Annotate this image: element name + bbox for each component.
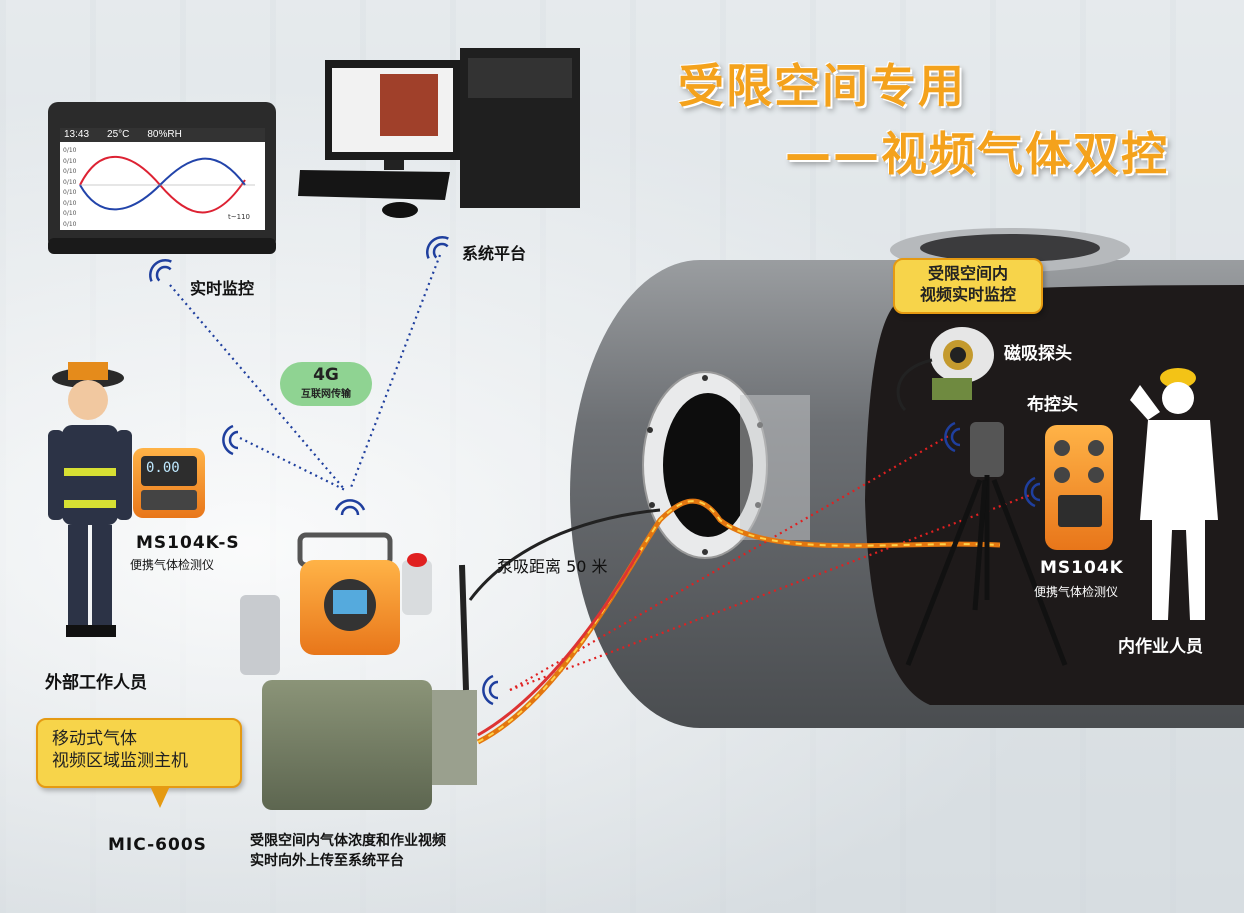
- desc-right: 便携气体检测仪: [1034, 585, 1119, 599]
- camera-callout: 受限空间内 视频实时监控: [893, 258, 1043, 314]
- tripod-control-head: [905, 422, 1068, 666]
- network-badge: 4G 互联网传输: [280, 362, 372, 406]
- network-4g: 4G: [313, 365, 339, 385]
- label-magnetic-probe: 磁吸探头: [1004, 344, 1072, 364]
- tablet-temp: 25°C: [107, 129, 130, 140]
- inside-worker-figure: [1130, 368, 1218, 620]
- label-realtime-monitor: 实时监控: [190, 279, 255, 298]
- label-inside-worker: 内作业人员: [1118, 637, 1203, 657]
- wireless-links: [169, 254, 442, 491]
- upload-note: 受限空间内气体浓度和作业视频 实时向外上传至系统平台: [250, 832, 446, 871]
- tablet-y-ticks: 0/10 0/10 0/10 0/10 0/10 0/10 0/10 0/10: [63, 146, 76, 230]
- tablet-time: 13:43: [64, 129, 90, 140]
- title-line1: 受限空间专用: [678, 59, 966, 113]
- camera-callout-line1: 受限空间内: [927, 264, 1008, 283]
- label-control-head: 布控头: [1027, 395, 1078, 415]
- upload-note-line1: 受限空间内气体浓度和作业视频: [250, 833, 446, 849]
- wifi-icon-group: [149, 236, 1041, 706]
- tablet-y-tick: 0/10: [63, 178, 77, 186]
- label-pump-distance: 泵吸距离 50 米: [497, 557, 608, 576]
- host-callout-tail: [150, 786, 170, 808]
- tablet-y-tick: 0/10: [63, 157, 77, 165]
- tablet-y-tick: 0/10: [63, 147, 77, 154]
- tablet-status-bar: 13:43 25°C 80%RH: [64, 129, 264, 140]
- tablet-axis-label: t~110: [228, 213, 250, 221]
- detector-left-reading: 0.00: [146, 460, 180, 476]
- portable-detector-left: [133, 448, 205, 518]
- host-callout: 移动式气体 视频区域监测主机: [36, 718, 242, 788]
- portable-detector-right: [1045, 425, 1113, 550]
- tablet-y-tick: 0/10: [63, 210, 77, 217]
- network-sub: 互联网传输: [301, 389, 351, 400]
- host-device: [240, 532, 477, 810]
- model-left: MS104K-S: [136, 533, 240, 553]
- tablet-y-tick: 0/10: [63, 189, 77, 196]
- outside-worker-figure: [48, 362, 132, 637]
- magnetic-camera: [896, 327, 994, 412]
- desc-left: 便携气体检测仪: [130, 558, 215, 572]
- tablet-humidity: 80%RH: [147, 129, 182, 140]
- confined-space-pipe: [570, 228, 1244, 728]
- tablet-y-tick: 0/10: [63, 220, 77, 228]
- tablet-device: [48, 102, 276, 254]
- model-right: MS104K: [1040, 558, 1124, 578]
- label-system-platform: 系统平台: [462, 244, 527, 263]
- model-host: MIC-600S: [108, 835, 207, 855]
- camera-callout-line2: 视频实时监控: [919, 284, 1016, 304]
- laser-links: [509, 434, 1031, 692]
- title-line2: ——视频气体双控: [785, 127, 1169, 181]
- host-callout-line2: 视频区域监测主机: [52, 751, 188, 772]
- tablet-y-tick: 0/10: [63, 199, 77, 207]
- desktop-computer: [298, 48, 580, 218]
- host-callout-line1: 移动式气体: [52, 729, 137, 749]
- tablet-y-tick: 0/10: [63, 168, 77, 175]
- label-outside-worker: 外部工作人员: [45, 673, 147, 693]
- upload-note-line2: 实时向外上传至系统平台: [250, 852, 404, 869]
